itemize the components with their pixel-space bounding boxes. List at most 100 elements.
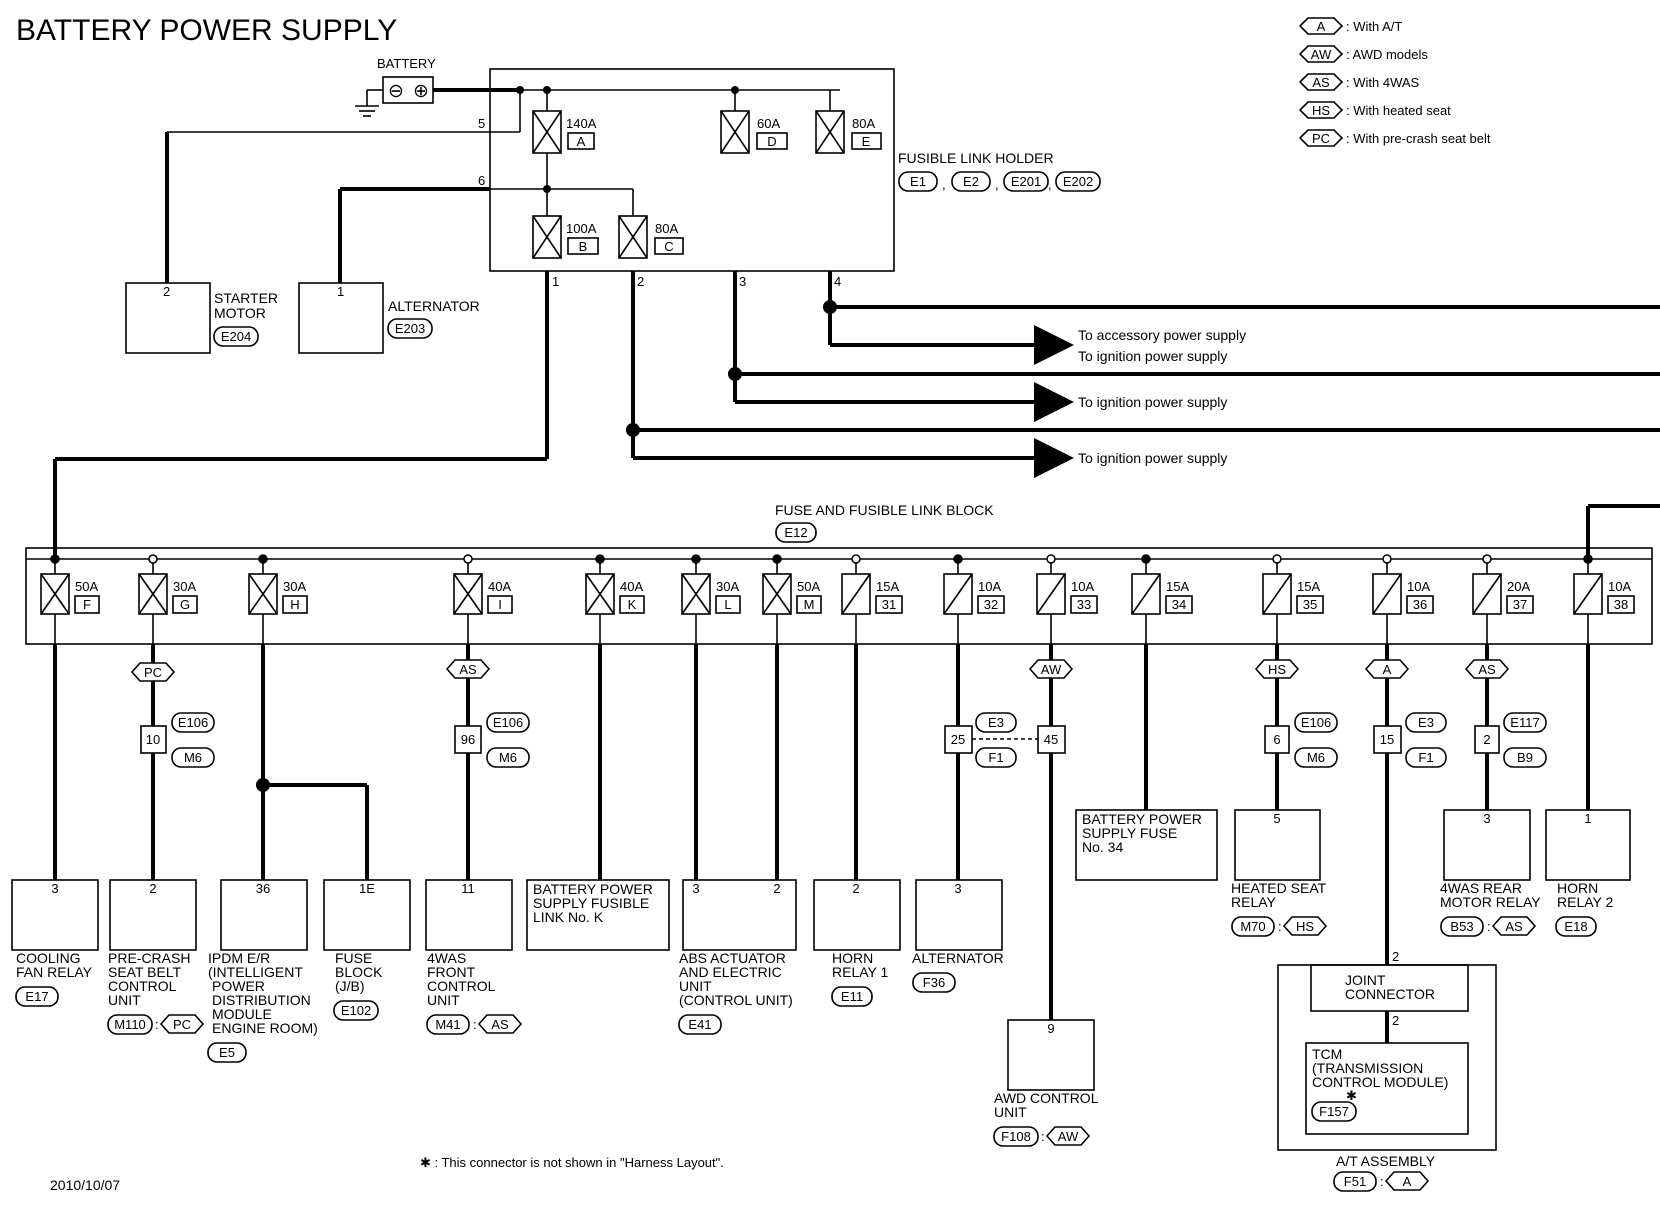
block-fuse-id: H <box>290 597 299 612</box>
4was-front-option: AS <box>491 1017 509 1032</box>
splice-96-pin: 96 <box>461 732 475 747</box>
battery-positive-icon: ⊕ <box>413 81 429 102</box>
4was-rear-label-1: 4WAS REAR <box>1440 880 1522 896</box>
splice-6-pin: 6 <box>1273 732 1280 747</box>
holder-fuse-b-letter: B <box>579 239 588 254</box>
alternator-pin: 3 <box>954 881 961 896</box>
tcm-pin: 2 <box>1392 1013 1399 1028</box>
holder-label: FUSIBLE LINK HOLDER <box>898 150 1054 166</box>
holder-connector-e1: E1 <box>910 174 926 189</box>
option-a: A <box>1364 659 1410 679</box>
option-as-rear: AS <box>1464 659 1510 679</box>
component-awd-control-unit: 9 AWD CONTROL UNIT F108 : AW <box>993 1019 1099 1147</box>
splice-96-conn-2: M6 <box>499 750 517 765</box>
date-stamp: 2010/10/07 <box>50 1177 120 1193</box>
horn-relay-2-pin: 1 <box>1584 811 1591 826</box>
cooling-fan-relay-label-1: COOLING <box>16 950 81 966</box>
holder-outputs: To accessory power supply To ignition po… <box>53 271 1660 559</box>
ipdm-label-6: ENGINE ROOM) <box>212 1020 318 1036</box>
legend-text-pc: : With pre-crash seat belt <box>1346 131 1491 146</box>
splice-2: 2 E117 B9 <box>1474 712 1547 768</box>
abs-label-3: UNIT <box>679 978 712 994</box>
option-pc-label: PC <box>144 665 162 680</box>
block-fuse-id: 37 <box>1513 597 1527 612</box>
splice-45-pin: 45 <box>1044 732 1058 747</box>
splice-15-pin: 15 <box>1380 732 1394 747</box>
svg-text::: : <box>473 1017 477 1032</box>
holder-connector-e2: E2 <box>963 174 979 189</box>
abs-label-2: AND ELECTRIC <box>679 964 782 980</box>
option-hs-label: HS <box>1268 662 1286 677</box>
at-assembly-connector: F51 <box>1344 1174 1366 1189</box>
block-fuse-id: G <box>180 597 190 612</box>
holder-fuse-c-letter: C <box>664 239 673 254</box>
cooling-fan-relay-connector: E17 <box>25 989 48 1004</box>
holder-fuse-d-letter: D <box>767 134 776 149</box>
ipdm-label-5: MODULE <box>212 1006 272 1022</box>
abs-connector: E41 <box>688 1017 711 1032</box>
block-fuse-id: 31 <box>882 597 896 612</box>
fuse-block-connector: E12 <box>784 525 807 540</box>
legend-item-a: A : With A/T <box>1298 17 1402 35</box>
starter-label-1: STARTER <box>214 290 278 306</box>
fuse-block-label: FUSE AND FUSIBLE LINK BLOCK <box>775 502 994 518</box>
svg-text::: : <box>1041 1129 1045 1144</box>
svg-text:,: , <box>1048 177 1052 192</box>
splice-25-conn-2: F1 <box>988 750 1003 765</box>
legend-item-pc: PC : With pre-crash seat belt <box>1298 129 1491 147</box>
holder-connector-e201: E201 <box>1011 174 1041 189</box>
block-fuse-id: 32 <box>984 597 998 612</box>
splice-6-conn-1: E106 <box>1301 715 1331 730</box>
block-fuse-amp: 15A <box>1297 579 1320 594</box>
splice-10-conn-2: M6 <box>184 750 202 765</box>
block-fuse-id: I <box>498 597 502 612</box>
option-as-rear-label: AS <box>1478 662 1496 677</box>
fusible-link-k-label-3: LINK No. K <box>533 909 604 925</box>
abs-label-4: (CONTROL UNIT) <box>679 992 793 1008</box>
fuse-block-jb-label-3: (J/B) <box>335 978 365 994</box>
holder-fuse-a-amp: 140A <box>566 116 597 131</box>
component-horn-relay-1: 2 HORN RELAY 1 E11 <box>813 879 901 1007</box>
block-fuse-id: K <box>628 597 637 612</box>
tcm-label-1: TCM <box>1312 1046 1342 1062</box>
joint-connector-label-1: JOINT <box>1345 972 1386 988</box>
legend-item-as: AS : With 4WAS <box>1298 73 1420 91</box>
4was-front-pin: 11 <box>461 881 475 896</box>
legend-item-hs: HS : With heated seat <box>1298 101 1451 119</box>
splice-96-conn-1: E106 <box>493 715 523 730</box>
block-fuses: 50AF30AG30AH40AI40AK30AL50AM15A3110A3210… <box>40 554 1635 644</box>
option-aw: AW <box>1028 659 1074 679</box>
horn-relay-1-pin: 2 <box>852 881 859 896</box>
splice-10-conn-1: E106 <box>178 715 208 730</box>
svg-text::: : <box>155 1017 159 1032</box>
at-assembly-label: A/T ASSEMBLY <box>1336 1153 1436 1169</box>
ipdm-label-1: IPDM E/R <box>208 950 270 966</box>
holder-pin-6: 6 <box>478 173 485 188</box>
cooling-fan-relay-pin: 3 <box>51 881 58 896</box>
arrow-label-ignition-3: To ignition power supply <box>1078 450 1227 466</box>
svg-text:,: , <box>942 177 946 192</box>
splice-10-pin: 10 <box>146 732 160 747</box>
splice-25-pin: 25 <box>951 732 965 747</box>
holder-fuse-a-letter: A <box>577 134 586 149</box>
legend-item-aw: AW : AWD models <box>1298 45 1428 63</box>
ipdm-connector: E5 <box>219 1045 235 1060</box>
cooling-fan-relay-label-2: FAN RELAY <box>16 964 93 980</box>
4was-front-label-2: FRONT <box>427 964 476 980</box>
4was-front-label-3: CONTROL <box>427 978 496 994</box>
holder-fuse-c-amp: 80A <box>655 221 678 236</box>
option-as-front: AS <box>445 659 491 679</box>
4was-rear-pin: 3 <box>1483 811 1490 826</box>
holder-fuse-d-amp: 60A <box>757 116 780 131</box>
awd-option: AW <box>1058 1129 1079 1144</box>
